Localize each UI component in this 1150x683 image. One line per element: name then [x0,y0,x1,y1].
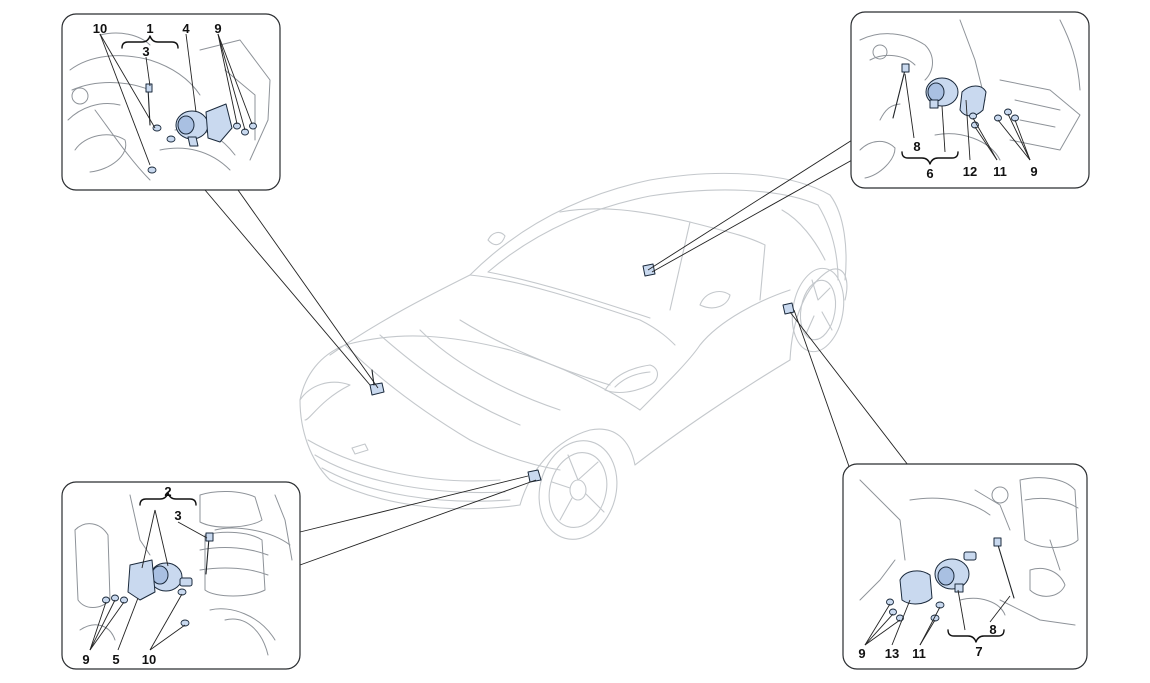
callout-number: 10 [142,652,156,667]
callout-number: 9 [1030,164,1037,179]
sensor-marker-rear-left [642,263,656,277]
callout-lines [89,492,208,651]
callout-number: 3 [142,44,149,59]
callout-number: 13 [885,646,899,661]
callout-lines [901,73,1031,165]
sensor-marker-front-right [527,469,542,483]
callout-number: 4 [182,21,190,36]
callout-number: 12 [963,164,977,179]
car-body-outline [299,172,848,540]
callout-number: 8 [913,139,920,154]
callout-number: 3 [174,508,181,523]
detail-panel-front-left: 10 1 3 4 9 [61,13,281,191]
detail-panel-rear-left: 8 6 12 11 9 [850,11,1090,189]
leader-lines [204,134,909,566]
callout-number: 9 [214,21,221,36]
callout-number: 11 [993,164,1007,179]
callout-number: 11 [912,646,926,661]
callout-number: 6 [926,166,933,181]
detail-panel-front-right: 2 3 9 5 10 [61,481,301,670]
callout-number: 9 [858,646,865,661]
callout-number: 9 [82,652,89,667]
callout-number: 1 [146,21,153,36]
sensor-marker-rear-right [782,302,795,315]
sensor-marker-front-left [369,369,385,396]
callout-lines [864,589,1011,646]
ride-height-sensor-assembly [145,83,257,174]
detail-panel-rear-right: 8 7 9 13 11 [842,463,1088,670]
ride-height-sensor-assembly [886,537,1015,622]
callout-number: 5 [112,652,119,667]
ride-height-sensor-assembly [892,63,1019,129]
panel-background-drawing [859,19,1081,179]
callout-number: 10 [93,21,107,36]
callout-lines [99,33,253,166]
panel-background-drawing [74,491,293,656]
ride-height-sensor-assembly [102,532,214,627]
callout-number: 7 [975,644,982,659]
callout-number: 2 [164,484,171,499]
panel-background-drawing [859,477,1079,626]
callout-number: 8 [989,622,996,637]
